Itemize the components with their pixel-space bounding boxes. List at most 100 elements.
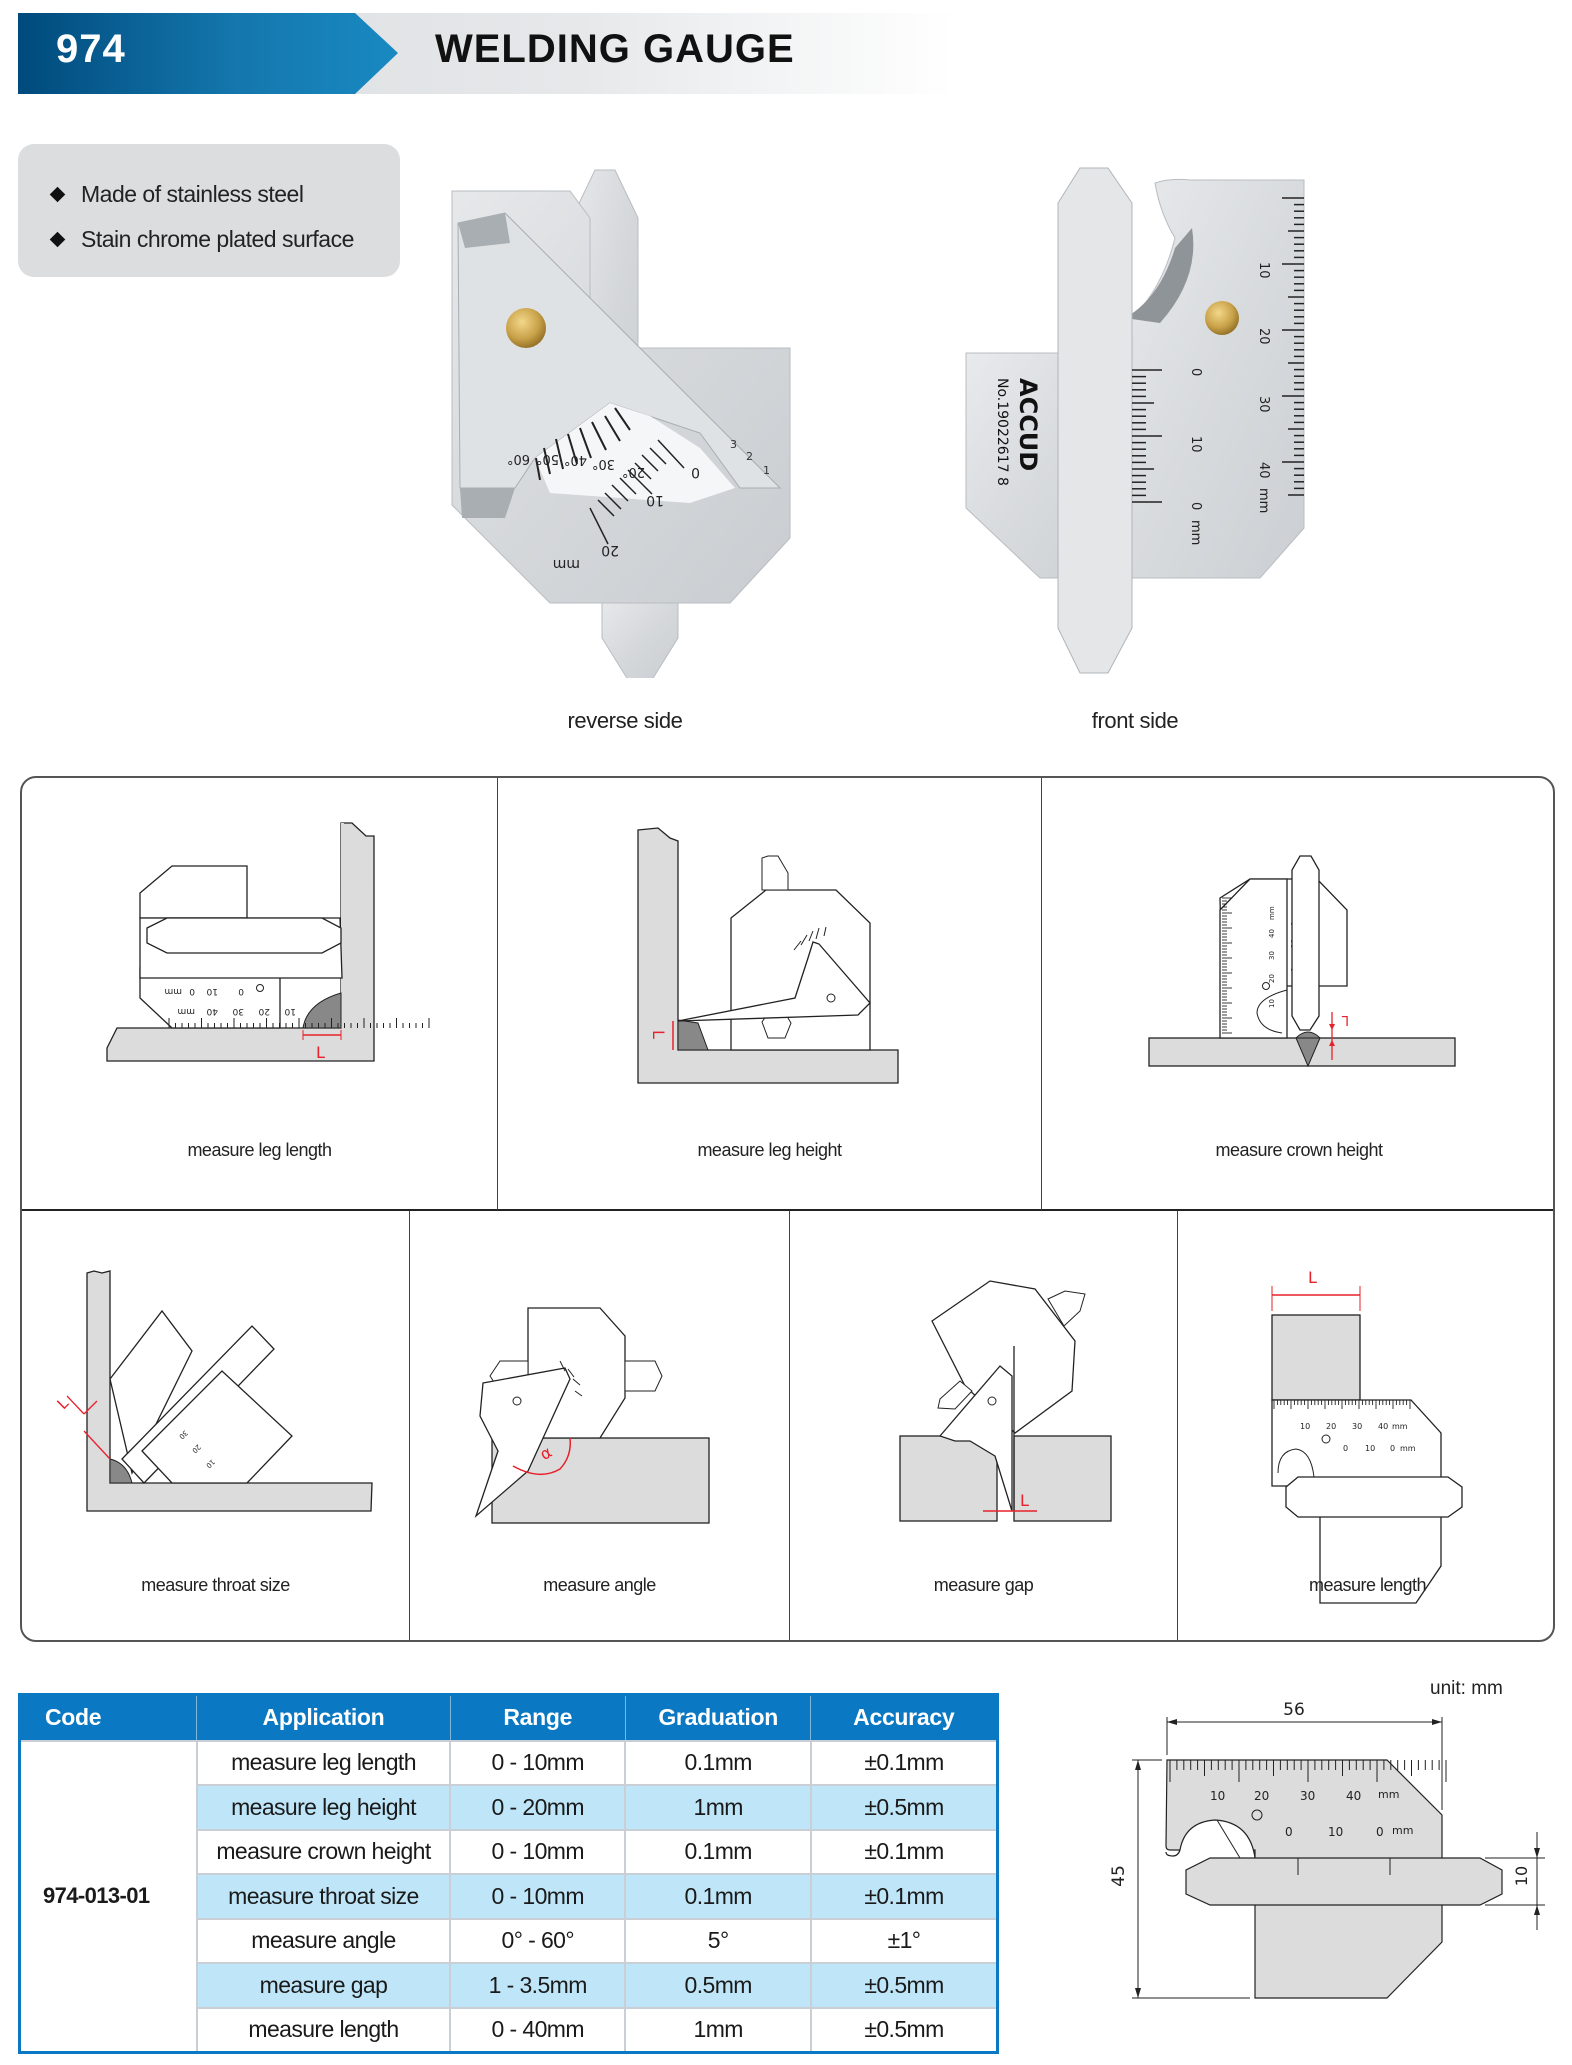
application-label: measure leg length — [187, 1140, 332, 1160]
dimension-scale-label: 0 — [1285, 1825, 1293, 1839]
product-code-badge: 974 — [18, 13, 398, 94]
scale-label: 10 — [1188, 436, 1203, 453]
accuracy-cell: ±1° — [809, 1917, 999, 1964]
column-header-range: Range — [450, 1694, 626, 1741]
diagram-scale-label: 10 — [284, 1006, 296, 1016]
accuracy-cell: ±0.1mm — [809, 1828, 999, 1875]
dimension-scale-label: 0 — [1376, 1825, 1384, 1839]
application-cell-length: L 10 20 30 40 mm 0 10 0 mm measure lengt… — [1178, 1211, 1553, 1640]
feature-text: Stain chrome plated surface — [81, 226, 354, 252]
diagram-scale-label: 20 — [258, 1006, 270, 1016]
diagram-scale-label: 10 — [1300, 1422, 1310, 1431]
accuracy-cell: ±0.1mm — [809, 1873, 999, 1920]
diagram-scale-label: 30 — [1352, 1422, 1362, 1431]
range-cell: 0 - 10mm — [449, 1873, 627, 1920]
dimension-scale-ticks — [1169, 1760, 1447, 1782]
diagram-scale-label: 30 — [232, 1006, 244, 1016]
diagram-scale-label: 10 — [1365, 1444, 1375, 1453]
graduation-cell: 0.5mm — [624, 1962, 812, 2009]
diagram-scale-label: 10 — [204, 1458, 216, 1470]
application-cell-leg-length: 10 20 30 40 mm 0 10 0 mm L measure leg l… — [22, 778, 498, 1211]
accuracy-cell: ±0.5mm — [809, 2006, 999, 2053]
gap-label: 2 — [746, 450, 753, 463]
diagram-scale-label: 0 — [238, 986, 244, 996]
gauge-dimension-diagram: 56 45 10 20 30 40 mm 0 10 0 mm — [1109, 1700, 1545, 1999]
graduation-cell: 0.1mm — [624, 1739, 812, 1786]
diagram-scale-label: 30 — [1268, 951, 1276, 960]
mm-label: 20 — [601, 542, 619, 558]
features-box: Made of stainless steel Stain chrome pla… — [18, 144, 400, 277]
feature-text: Made of stainless steel — [81, 181, 304, 207]
blade-dimension: 10 — [1512, 1866, 1531, 1886]
product-title: WELDING GAUGE — [435, 27, 795, 71]
table-row: measure leg height 0 - 20mm 1mm ±0.5mm — [20, 1784, 999, 1831]
diagram-scale-label: mm — [1392, 1422, 1408, 1431]
gap-diagram: L — [899, 1280, 1112, 1522]
dimension-scale-label: 20 — [1254, 1789, 1269, 1803]
angle-label: 20° — [622, 464, 645, 479]
scale-unit-label: mm — [1256, 488, 1271, 513]
table-row: 974-013-01 measure leg length 0 - 10mm 0… — [18, 1739, 999, 2053]
table-row: measure crown height 0 - 10mm 0.1mm ±0.1… — [20, 1828, 999, 1875]
dimension-marker: L — [1308, 1268, 1317, 1287]
serial-number: No.19022617 8 — [994, 378, 1010, 486]
dimension-marker: L — [1020, 1491, 1029, 1510]
application-cell: measure length — [195, 2006, 452, 2053]
application-cell: measure crown height — [195, 1828, 452, 1875]
diagram-scale-label: 0 — [189, 986, 195, 996]
application-cell-gap: L measure gap — [790, 1211, 1178, 1640]
accuracy-cell: ±0.5mm — [809, 1962, 999, 2009]
angle-diagram: α — [474, 1307, 710, 1524]
feature-item: Made of stainless steel — [49, 172, 400, 217]
scale-label: 10 — [1256, 262, 1271, 279]
table-header-row: Code Application Range Graduation Accura… — [19, 1694, 998, 1741]
application-cell-angle: α measure angle — [410, 1211, 790, 1640]
diagram-scale-label: 10 — [206, 986, 218, 996]
feature-item: Stain chrome plated surface — [49, 217, 400, 262]
range-cell: 0 - 10mm — [449, 1828, 627, 1875]
height-scale-ticks — [1132, 369, 1162, 503]
diagram-scale-label: 40 — [1268, 929, 1276, 938]
mm-label: 0 — [691, 464, 700, 480]
width-dimension: 56 — [1283, 1700, 1305, 1720]
product-header: 974 WELDING GAUGE — [18, 13, 955, 94]
dimension-marker: L — [1341, 1012, 1349, 1027]
mm-label: 10 — [646, 492, 664, 508]
graduation-cell: 0.1mm — [624, 1828, 812, 1875]
column-header-graduation: Graduation — [625, 1694, 812, 1741]
diagram-scale-label: 0 — [1343, 1444, 1348, 1453]
height-dimension: 45 — [1109, 1865, 1129, 1887]
application-cell-throat-size: 10 20 30 L measure throat size — [22, 1211, 410, 1640]
angle-label: 40° — [564, 452, 587, 467]
range-cell: 0° - 60° — [449, 1917, 627, 1964]
gap-label: 1 — [763, 464, 770, 477]
angle-label: 60° — [507, 451, 530, 466]
application-cell: measure leg height — [195, 1784, 452, 1831]
diagram-scale-label: 40 — [206, 1006, 218, 1016]
graduation-cell: 1mm — [624, 2006, 812, 2053]
bullet-diamond-icon — [49, 231, 66, 248]
table-row: measure gap 1 - 3.5mm 0.5mm ±0.5mm — [20, 1962, 999, 2009]
range-cell: 1 - 3.5mm — [449, 1962, 627, 2009]
diagram-scale-label: 40 — [1378, 1422, 1388, 1431]
angle-label: 50° — [536, 451, 559, 466]
table-row: measure length 0 - 40mm 1mm ±0.5mm — [20, 2006, 999, 2053]
application-cell: measure gap — [195, 1962, 452, 2009]
column-header-code: Code — [19, 1694, 198, 1741]
product-code: 974 — [56, 27, 126, 71]
welding-gauge-reverse-image: 20° 30° 40° 50° 60° 0 10 20 mm 1 2 — [451, 169, 791, 684]
diagram-scale-label: mm — [177, 1006, 195, 1016]
front-side-photo: 10 20 30 40 mm 0 10 0 mm ACCUD No.190226… — [960, 158, 1320, 683]
applications-grid: 10 20 30 40 mm 0 10 0 mm L measure leg l… — [20, 776, 1555, 1642]
accuracy-cell: ±0.5mm — [809, 1784, 999, 1831]
diagram-scale-label: 30 — [177, 1429, 189, 1441]
dimension-drawing: 56 45 10 20 30 40 mm 0 10 0 mm — [1090, 1660, 1572, 2065]
scale-label: 20 — [1256, 328, 1271, 345]
range-cell: 0 - 20mm — [449, 1784, 627, 1831]
range-cell: 0 - 10mm — [449, 1739, 627, 1786]
application-label: measure angle — [543, 1575, 656, 1595]
scale-label: 0 — [1188, 368, 1203, 376]
scale-label: 30 — [1256, 396, 1271, 413]
brand-logo: ACCUD — [1014, 378, 1042, 471]
dimension-scale-label: mm — [1392, 1824, 1413, 1837]
